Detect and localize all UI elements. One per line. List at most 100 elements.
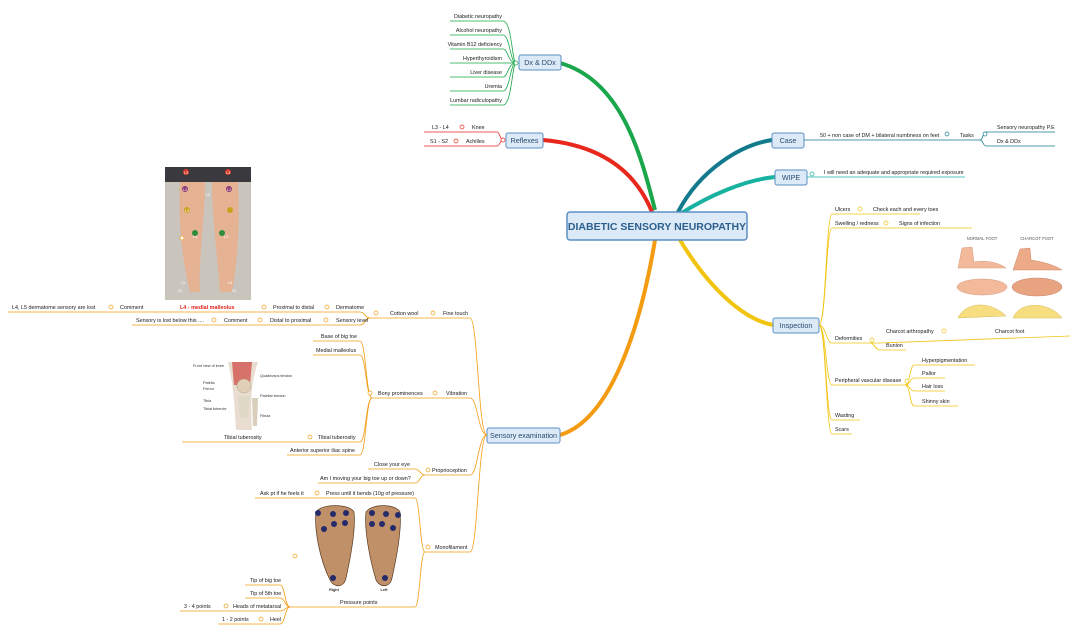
pressure-points-label: Pressure points	[340, 600, 378, 606]
dermatome-label: L5	[181, 281, 185, 285]
l4-medial-malleolus-label: L4 - medial malleolus	[180, 305, 235, 311]
collapse-toggle[interactable]	[944, 131, 950, 137]
central-topic[interactable]: DIABETIC SENSORY NEUROPATHY	[566, 211, 748, 241]
inspection-bunion: Bunion	[886, 343, 903, 349]
vibration-label: Vibration	[446, 391, 467, 397]
inspection-wasting: Wasting	[835, 413, 854, 419]
collapse-toggle[interactable]	[373, 310, 379, 316]
wipe-group: WIPE I will need an adequate and appropr…	[774, 169, 965, 186]
collapse-toggle[interactable]	[258, 616, 264, 622]
collapse-toggle[interactable]	[292, 553, 298, 559]
knee-label: Tibial tubercle	[203, 407, 227, 411]
collapse-toggle[interactable]	[261, 304, 267, 310]
wipe-node[interactable]: WIPE	[774, 169, 808, 186]
reflex-name: Knee	[472, 125, 485, 131]
dermatome-label: L3	[185, 209, 189, 213]
charcot-foot-illustration: NORMAL FOOT CHARCOT FOOT	[956, 236, 1063, 319]
reflex-name: Achilles	[466, 139, 485, 145]
collapse-toggle[interactable]	[307, 434, 313, 440]
collapse-toggle[interactable]	[869, 337, 875, 343]
collapse-toggle[interactable]	[513, 60, 519, 66]
dermatome-label: L2	[227, 188, 231, 192]
collapse-toggle[interactable]	[883, 220, 889, 226]
branch-reflexes	[542, 138, 654, 213]
dermatome-label: Dermatome	[336, 305, 364, 311]
inspection-pvd-item: Hair loss	[922, 384, 943, 390]
heel-count: 1 - 2 points	[222, 617, 249, 623]
inspection-node[interactable]: Inspection	[772, 317, 820, 334]
inspection-scars: Scars	[835, 427, 849, 433]
collapse-toggle[interactable]	[179, 235, 185, 241]
collapse-toggle[interactable]	[500, 137, 506, 143]
collapse-toggle[interactable]	[108, 304, 114, 310]
knee-label: Quadriceps tendon	[260, 374, 292, 378]
proximal-to-distal-label: Proximal to distal	[273, 305, 314, 311]
comment-label: Comment	[120, 305, 144, 311]
dermatome-label: L2	[183, 188, 187, 192]
bony-item: Anterior superior iliac spine	[290, 448, 355, 454]
sole-right-label: Right	[329, 588, 339, 592]
sensory-level-label: Sensory level	[336, 318, 368, 324]
dermatome-label: L4	[224, 235, 228, 239]
dermatome-label: S1	[232, 289, 237, 293]
knee-label: Patella	[203, 381, 215, 385]
dx-item: Uremia	[485, 84, 502, 90]
case-group: Case 50 + non case of DM + bilateral num…	[771, 125, 1055, 149]
collapse-toggle[interactable]	[367, 390, 373, 396]
dermatome-label: S1	[178, 289, 183, 293]
collapse-toggle[interactable]	[324, 304, 330, 310]
sensory-node[interactable]: Sensory examination	[486, 427, 561, 444]
case-node-label: Case	[780, 136, 797, 145]
collapse-toggle[interactable]	[223, 603, 229, 609]
dx-item: Liver disease	[470, 70, 502, 76]
collapse-toggle[interactable]	[323, 317, 329, 323]
pressure-point-item: Tip of 5th toe	[250, 591, 281, 597]
dx-item: Hyperthyroidism	[463, 56, 502, 62]
knee-label: Femur	[203, 387, 215, 391]
collapse-toggle[interactable]	[425, 544, 431, 550]
inspection-pvd-item: Shinny skin	[922, 399, 950, 405]
bony-item: Medial malleolus	[316, 348, 356, 354]
proprioception-item: Close your eye	[374, 462, 410, 468]
branch-sensory	[559, 239, 657, 437]
collapse-toggle[interactable]	[314, 490, 320, 496]
ask-label: Ask pt if he feels it	[260, 491, 304, 497]
reflexes-node-label: Reflexes	[511, 136, 539, 145]
bony-item: Base of big toe	[321, 334, 357, 340]
bony-prominences-label: Bony prominences	[378, 391, 423, 397]
dx-item: Diabetic neuropathy	[454, 14, 502, 20]
collapse-toggle[interactable]	[982, 131, 988, 137]
reflex-level: S1 - S2	[430, 139, 448, 145]
dx-item: Lumbar radiculopathy	[450, 98, 502, 104]
collapse-toggle[interactable]	[430, 310, 436, 316]
central-topic-label: DIABETIC SENSORY NEUROPATHY	[568, 221, 746, 233]
collapse-toggle[interactable]	[432, 390, 438, 396]
dermatome-label: L5	[228, 281, 232, 285]
knee-anatomy-image: Front view of knee Quadriceps tendon Pat…	[192, 360, 302, 432]
cotton-wool-label: Cotton wool	[390, 311, 418, 317]
sole-left-label: Left	[381, 588, 389, 592]
collapse-toggle[interactable]	[425, 467, 431, 473]
inspection-group: Inspection Ulcers Check each and every t…	[772, 206, 1071, 435]
collapse-toggle[interactable]	[459, 124, 465, 130]
comment-value: L4, L5 dermatome sensory are lost	[12, 305, 96, 311]
dx-node-label: Dx & DDx	[524, 58, 556, 67]
case-node[interactable]: Case	[771, 132, 805, 149]
dx-group: Diabetic neuropathy Alcohol neuropathy V…	[448, 14, 562, 106]
dx-node[interactable]: Dx & DDx	[518, 54, 562, 71]
collapse-toggle[interactable]	[257, 317, 263, 323]
collapse-toggle[interactable]	[857, 206, 863, 212]
sensory-group: Sensory examination	[8, 304, 561, 625]
collapse-toggle[interactable]	[904, 378, 910, 384]
dermatome-legs-image: L3 L2 L3 L5 L4 L4 L3 L2 L5 S1 L5 S1	[165, 167, 251, 300]
collapse-toggle[interactable]	[809, 171, 815, 177]
case-tasks-label: Tasks	[960, 133, 974, 139]
dermatome-label: L3	[226, 171, 230, 175]
dx-item: Alcohol neuropathy	[456, 28, 502, 34]
collapse-toggle[interactable]	[453, 138, 459, 144]
collapse-toggle[interactable]	[941, 328, 947, 334]
collapse-toggle[interactable]	[211, 317, 217, 323]
case-task: Sensory neuropathy P.E	[997, 125, 1055, 131]
reflexes-node[interactable]: Reflexes	[505, 132, 544, 149]
inspection-pvd: Peripheral vascular disease	[835, 378, 901, 384]
